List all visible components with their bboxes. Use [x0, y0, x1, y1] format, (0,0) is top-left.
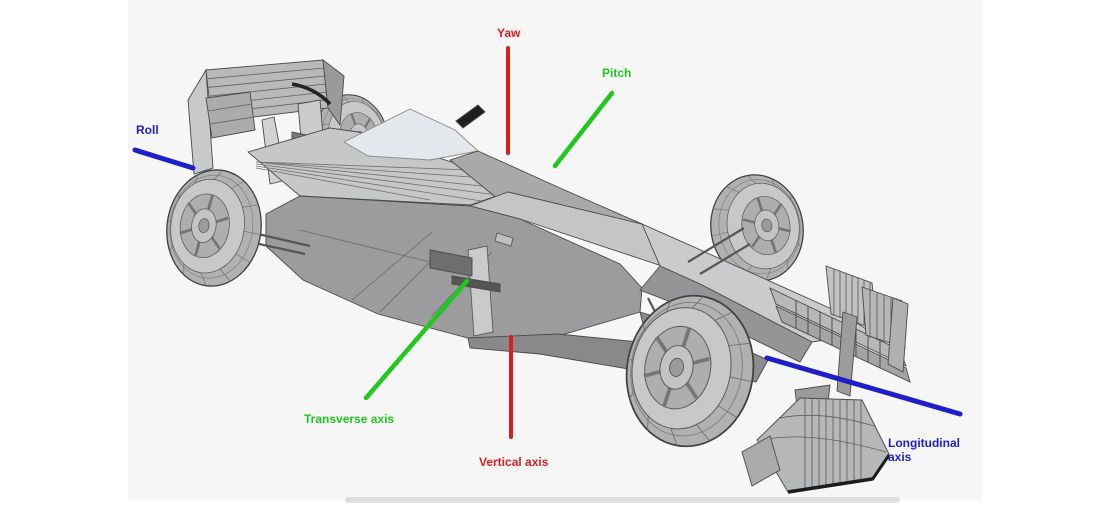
- rear-left-wheel: [157, 162, 271, 294]
- roll-axis-line: [132, 147, 196, 171]
- axis-annotation-lines: [132, 46, 963, 439]
- vertical-axis-label: Vertical axis: [479, 455, 549, 469]
- pitch-label: Pitch: [602, 66, 632, 80]
- transverse-axis-label: Transverse axis: [304, 412, 395, 426]
- yaw-label: Yaw: [497, 26, 521, 40]
- pitch-axis-line: [552, 90, 615, 169]
- roll-label: Roll: [136, 123, 159, 137]
- longitudinal-axis-label: Longitudinal axis: [888, 436, 960, 465]
- front-wing: [741, 265, 911, 494]
- longitudinal-axis-line: [764, 355, 963, 417]
- transverse-axis-line: [363, 278, 470, 401]
- rear-wing: [187, 59, 345, 185]
- image-bottom-shadow: [345, 497, 900, 503]
